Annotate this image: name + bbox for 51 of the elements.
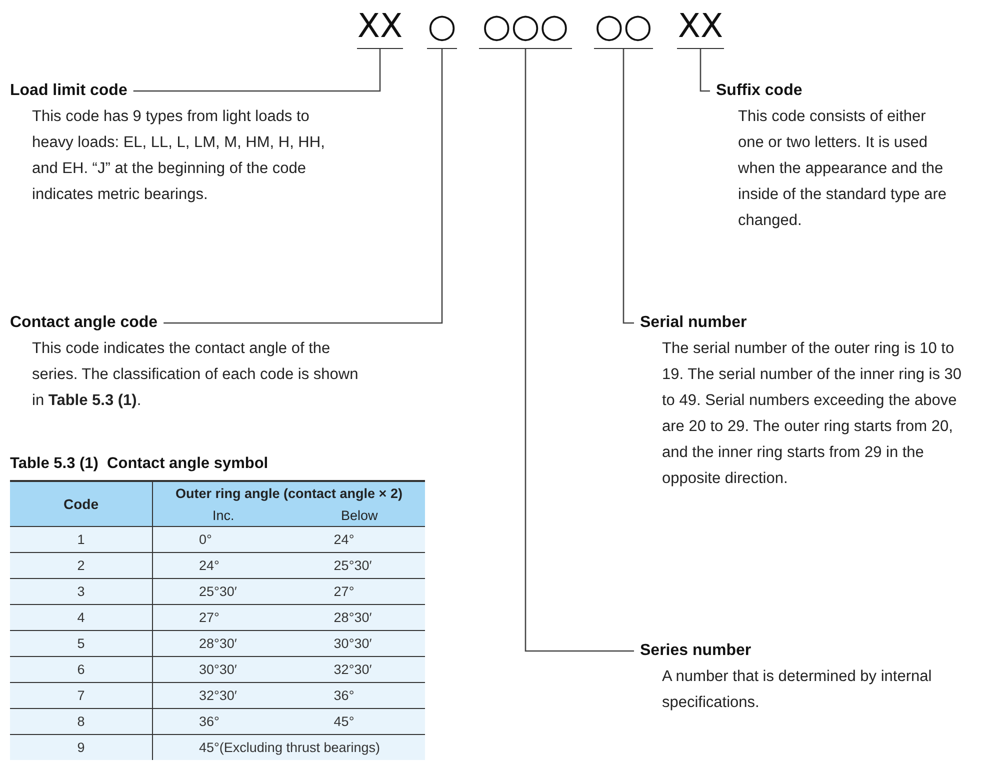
table-cell: 0°: [152, 526, 294, 552]
table-cell: 45°: [294, 708, 425, 734]
leader-line: [133, 49, 381, 92]
table-cell: 32°30′: [152, 682, 294, 708]
table-cell: 32°30′: [294, 656, 425, 682]
annotation-text: This code consists of either one or two letters. It is used when the appearance and the inside of the standard type are changed.: [737, 107, 948, 231]
code-field: XX: [357, 6, 403, 49]
table-cell: 6: [10, 656, 152, 682]
table-header-cell: Code: [10, 481, 152, 526]
leader-line: [164, 49, 443, 324]
annotation-heading: Suffix code: [716, 81, 802, 101]
annotation-text: This code has 9 types from light loads to heavy loads: EL, LL, L, LM, M, HM, H, HH, and EH. “J” at the beginning of the code indicates metric bearings.: [31, 107, 326, 205]
table-cell: 1: [10, 526, 152, 552]
code-field: XX: [677, 6, 724, 49]
table-cell: 28°30′: [152, 630, 294, 656]
annotation-heading: Serial number: [640, 313, 747, 333]
annotation-text: This code indicates the contact angle of the series. The classification of each code is shown in Table 5.3 (1).: [31, 339, 360, 411]
table-header-cell: Below: [294, 504, 425, 526]
annotation-text: A number that is determined by internal specifications.: [661, 667, 933, 713]
annotation-heading: Load limit code: [10, 81, 128, 101]
leader-line: [700, 49, 710, 92]
table-cell: 4: [10, 604, 152, 630]
table-cell: 25°30′: [294, 552, 425, 578]
table-cell: 30°30′: [152, 656, 294, 682]
table-cell: 24°: [294, 526, 425, 552]
table-cell: 36°: [294, 682, 425, 708]
table-cell: 45°(Excluding thrust bearings): [152, 734, 425, 760]
table-cell: 28°30′: [294, 604, 425, 630]
table-header-cell: Inc.: [152, 504, 294, 526]
table-cell: 7: [10, 682, 152, 708]
annotation-heading: Series number: [640, 641, 752, 661]
table-cell: 9: [10, 734, 152, 760]
table-cell: 3: [10, 578, 152, 604]
leader-line: [622, 49, 634, 324]
table-cell: 27°: [294, 578, 425, 604]
table-cell: 36°: [152, 708, 294, 734]
leader-line: [524, 49, 634, 652]
table-cell: 5: [10, 630, 152, 656]
code-field: ○: [427, 6, 457, 49]
table-cell: 30°30′: [294, 630, 425, 656]
table-title: Table 5.3 (1) Contact angle symbol: [10, 455, 268, 473]
table-header-cell: Outer ring angle (contact angle × 2): [152, 481, 425, 504]
annotation-heading: Contact angle code: [10, 313, 158, 333]
code-field: ○○○: [479, 6, 572, 49]
table-cell: 8: [10, 708, 152, 734]
table-cell: 27°: [152, 604, 294, 630]
table-cell: 2: [10, 552, 152, 578]
annotation-text: The serial number of the outer ring is 10 to 19. The serial number of the inner ring is 30 to 49. Serial numbers exceeding the above are 20 to 29. The outer ring starts from 20, and the inner ring starts from 29 in the opposite direction.: [661, 339, 963, 489]
code-field: ○○: [594, 6, 653, 49]
table-cell: 24°: [152, 552, 294, 578]
table-cell: 25°30′: [152, 578, 294, 604]
